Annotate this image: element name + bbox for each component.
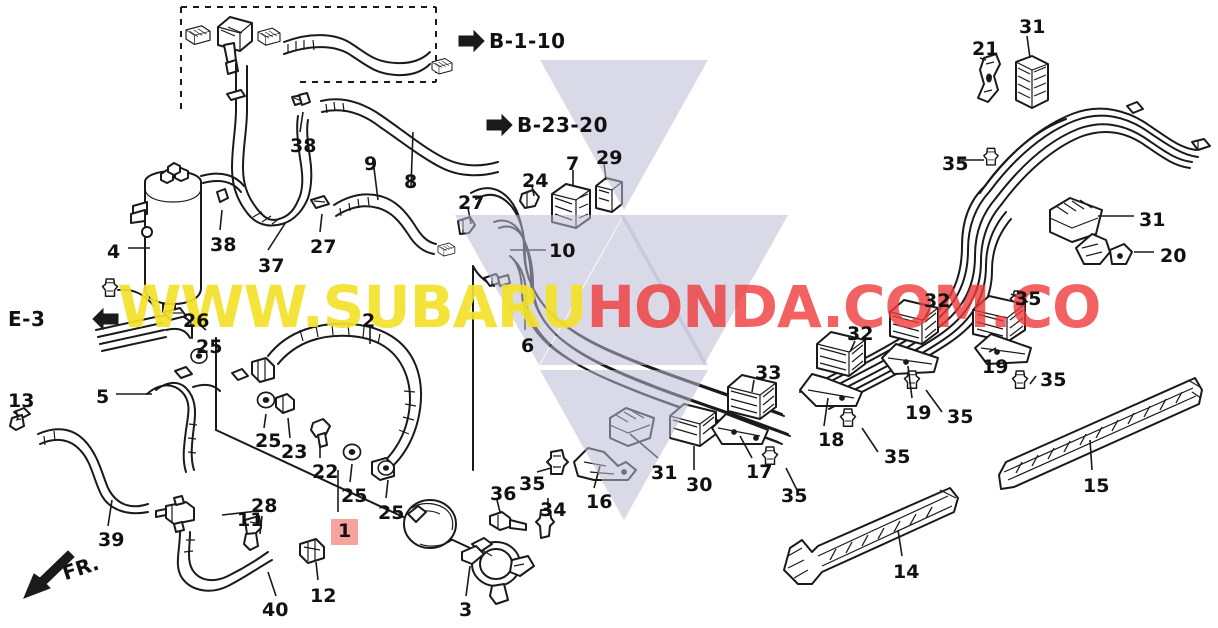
part-callout-9: 9 (364, 153, 378, 175)
ref-b-23-20-label: B-23-20 (517, 113, 609, 137)
part-callout-25: 25 (378, 502, 405, 524)
part-callout-3: 3 (459, 599, 473, 621)
part-callout-32: 32 (847, 323, 874, 345)
part-callout-31: 31 (1139, 209, 1166, 231)
part-callout-22: 22 (312, 461, 339, 483)
part-callout-28: 28 (251, 495, 278, 517)
part-callout-11: 11 (237, 509, 264, 531)
part-callout-4: 4 (107, 241, 121, 263)
part-callout-35: 35 (884, 446, 911, 468)
part-callout-35: 35 (1040, 369, 1067, 391)
part-callout-35: 35 (781, 485, 808, 507)
part-callout-2: 2 (362, 310, 376, 332)
part-callout-21: 21 (972, 38, 999, 60)
part-callout-37: 37 (258, 255, 285, 277)
part-callout-38: 38 (210, 234, 237, 256)
part-callout-23: 23 (281, 441, 308, 463)
part-callout-35: 35 (519, 473, 546, 495)
part-callout-25: 25 (255, 430, 282, 452)
part-callout-26: 26 (183, 310, 210, 332)
ref-arrow-e-3 (92, 307, 119, 331)
part-callout-36: 36 (490, 483, 517, 505)
part-callout-12: 12 (310, 585, 337, 607)
part-callout-19: 19 (905, 402, 932, 424)
part-callout-14: 14 (893, 561, 920, 583)
part-callout-27: 27 (458, 192, 485, 214)
part-callout-31: 31 (1019, 16, 1046, 38)
fr-arrow (23, 550, 75, 599)
ref-b-1-10-label: B-1-10 (489, 29, 566, 53)
part-callout-40: 40 (262, 599, 289, 621)
part-callout-5: 5 (96, 386, 110, 408)
part-callout-25: 25 (196, 336, 223, 358)
part-callout-19: 19 (982, 356, 1009, 378)
part-callout-35: 35 (1015, 288, 1042, 310)
ref-arrow-b-23-20 (486, 113, 513, 137)
part-callout-1: 1 (331, 519, 359, 545)
part-callout-27: 27 (310, 236, 337, 258)
part-callout-33: 33 (755, 362, 782, 384)
part-callout-38: 38 (290, 135, 317, 157)
part-callout-13: 13 (8, 390, 35, 412)
part-callout-25: 25 (341, 485, 368, 507)
part-callout-8: 8 (404, 171, 418, 193)
ref-e-3-label: E-3 (8, 307, 46, 331)
part-callout-35: 35 (947, 406, 974, 428)
part-callout-15: 15 (1083, 475, 1110, 497)
ref-arrow-b-1-10 (458, 29, 485, 53)
part-callout-39: 39 (98, 529, 125, 551)
part-callout-32: 32 (924, 290, 951, 312)
part-callout-35: 35 (942, 153, 969, 175)
part-callout-18: 18 (818, 429, 845, 451)
part-callout-17: 17 (746, 461, 773, 483)
part-callout-20: 20 (1160, 245, 1187, 267)
